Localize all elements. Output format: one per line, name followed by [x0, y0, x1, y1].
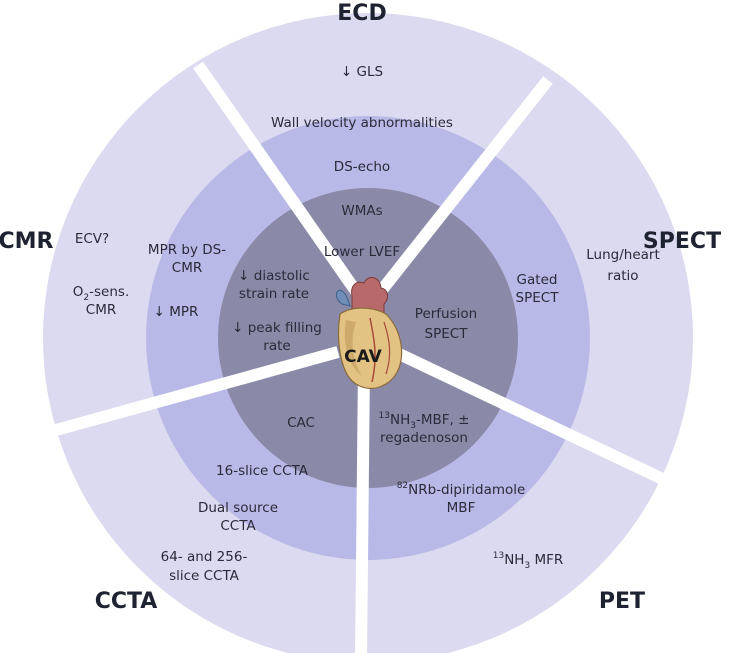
cmr-middle-low-mpr: ↓ MPR: [154, 304, 199, 320]
sector-title-cmr: CMR: [0, 229, 54, 254]
sector-title-pet: PET: [599, 589, 645, 614]
ecd-inner-lower-lvef: Lower LVEF: [324, 244, 400, 260]
heart-vessels: [351, 276, 389, 317]
ecd-middle-ds-echo: DS-echo: [334, 159, 390, 175]
spect-inner-line2: SPECT: [425, 326, 469, 342]
spect-outer-line2: ratio: [607, 268, 638, 284]
ccta-middle-dual-source-line2: CCTA: [220, 518, 256, 534]
heart-vessel-line-2: [383, 321, 391, 375]
ecd-middle-wall-velocity: Wall velocity abnormalities: [271, 115, 453, 131]
pet-inner-line2: regadenoson: [380, 430, 468, 446]
spect-middle-line1: Gated: [517, 272, 558, 288]
separator-pet-ccta: [355, 364, 370, 653]
ccta-outer-line1: 64- and 256-: [161, 549, 248, 565]
ccta-outer-line2: slice CCTA: [169, 568, 240, 584]
cmr-outer-ecv: ECV?: [75, 231, 109, 247]
separator-ccta-cmr: [18, 346, 340, 446]
pet-inner-line1: 13NH3-MBF, ±: [379, 411, 470, 431]
ccta-middle-16-slice: 16-slice CCTA: [216, 463, 309, 479]
ccta-inner-cac: CAC: [287, 415, 315, 431]
cmr-inner-filling-line1: ↓ peak filling: [232, 320, 322, 336]
pet-outer-mfr: 13NH3 MFR: [493, 551, 564, 571]
separator-spect-pet: [392, 346, 749, 526]
sector-separators: [18, 61, 749, 653]
heart-vessel-blue: [335, 289, 351, 307]
separator-ecd-cmr: [193, 61, 367, 304]
cmr-inner-diastolic-line2: strain rate: [239, 286, 309, 302]
ecd-inner-wmas: WMAs: [341, 203, 382, 219]
pet-middle-line1: 82NRb-dipiridamole: [397, 481, 526, 498]
sector-title-ccta: CCTA: [95, 589, 158, 614]
cmr-inner-diastolic-line1: ↓ diastolic: [238, 268, 310, 284]
cmr-outer-o2-line1: O2-sens.: [73, 284, 129, 303]
pet-middle-line2: MBF: [447, 500, 476, 516]
heart-vessel-line: [369, 317, 376, 383]
spect-outer-line1: Lung/heart: [586, 247, 660, 263]
ecd-outer-gls: ↓ GLS: [341, 64, 383, 80]
spect-inner-line1: Perfusion: [415, 306, 477, 322]
ccta-middle-dual-source-line1: Dual source: [198, 500, 278, 516]
spect-middle-line2: SPECT: [516, 290, 560, 306]
sector-title-spect: SPECT: [643, 229, 721, 254]
cmr-middle-mpr-line1: MPR by DS-: [148, 242, 226, 258]
separator-ecd-spect: [369, 76, 553, 304]
heart-illustration: [335, 276, 403, 389]
center-label-cav: CAV: [344, 347, 382, 367]
cmr-inner-filling-line2: rate: [263, 338, 290, 354]
sector-title-ecd: ECD: [337, 1, 386, 26]
heart-shading: [344, 320, 362, 376]
cmr-middle-mpr-line2: CMR: [172, 260, 202, 276]
cmr-outer-o2-line2: CMR: [86, 302, 116, 318]
